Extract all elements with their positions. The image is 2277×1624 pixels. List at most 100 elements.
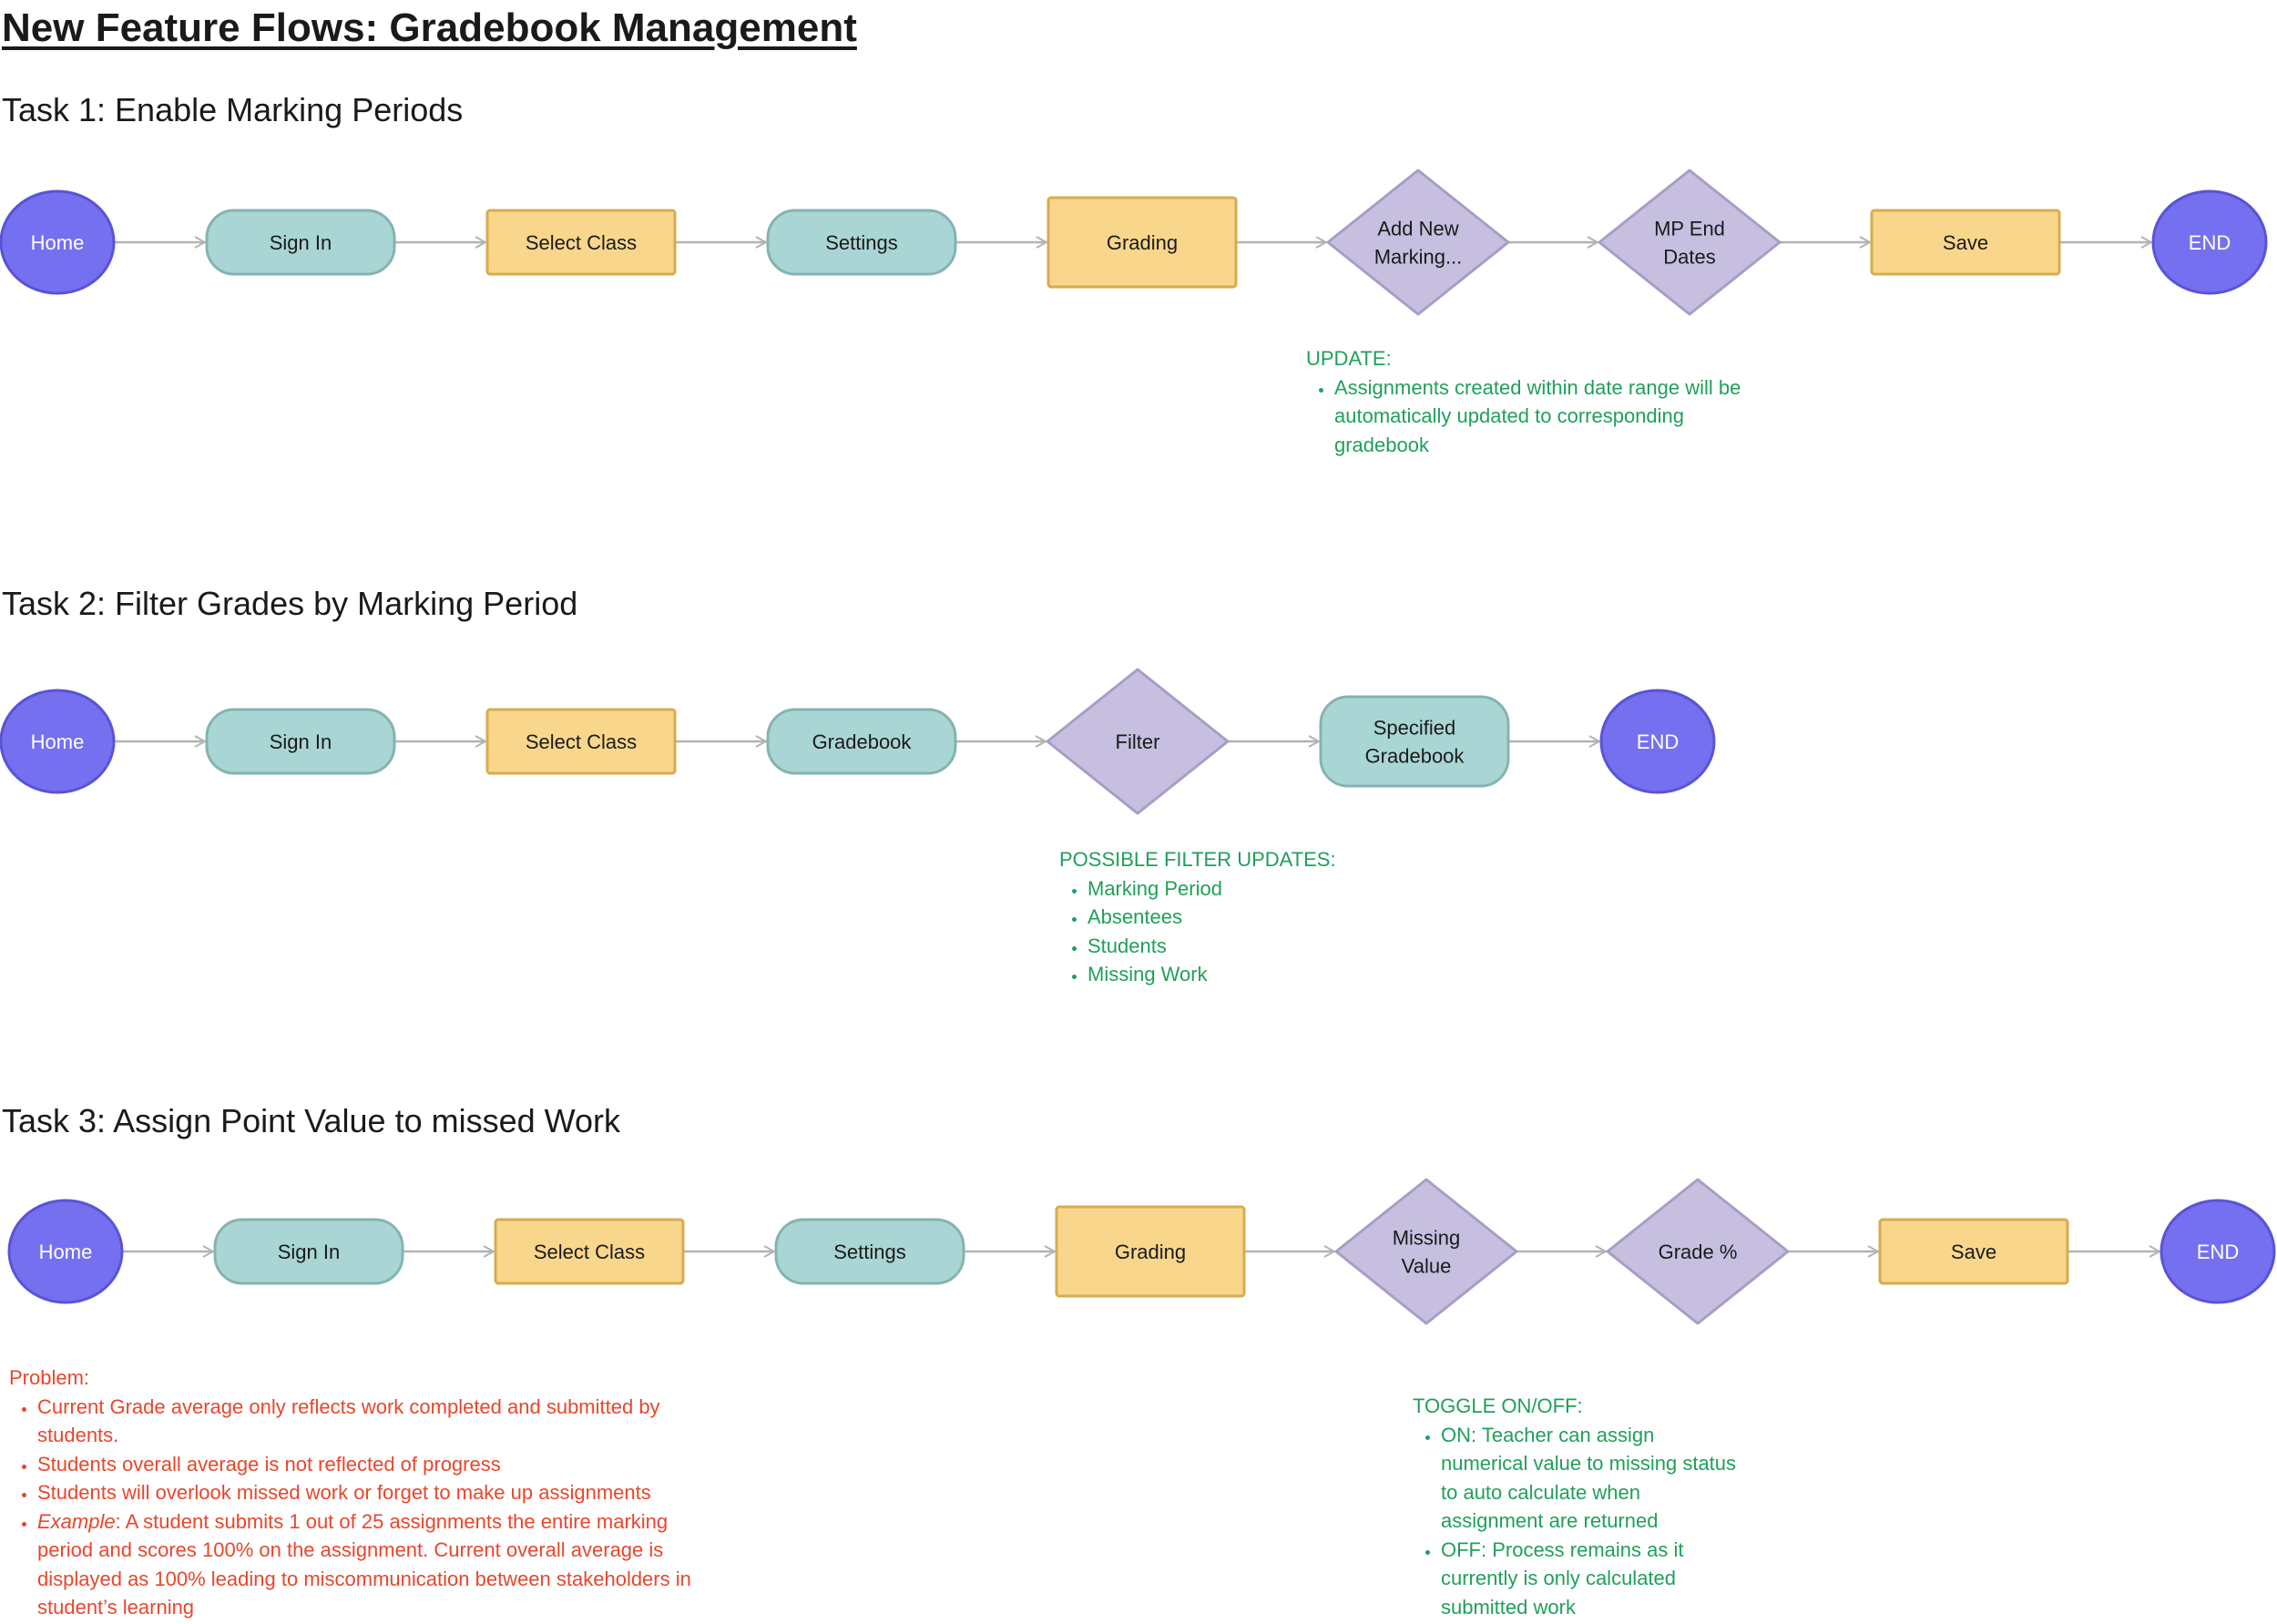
problem-note-heading: Problem:: [9, 1366, 90, 1389]
node-label: Marking...: [1374, 246, 1463, 269]
task-1-flow: Home Sign In Select Class Settings Grading Ad…: [0, 169, 2268, 316]
flow-node-node-home: Home: [7, 1199, 124, 1304]
flow-node-node-grade: Grade %: [1606, 1178, 1790, 1325]
update-note: UPDATE: Assignments created within date …: [1306, 344, 1780, 459]
node-label: Sign In: [270, 231, 332, 254]
node-label: Grade %: [1659, 1241, 1738, 1263]
node-shape: [1319, 695, 1510, 788]
toggle-note-item: OFF: Process remains as it currently is …: [1441, 1536, 1741, 1622]
node-label: END: [1637, 730, 1679, 753]
node-label: Add New: [1377, 218, 1458, 240]
flow-node-node-settings: Settings: [766, 209, 957, 276]
toggle-note-item: ON: Teacher can assign numerical value t…: [1441, 1421, 1741, 1536]
flow-node-node-save: Save: [1870, 209, 2061, 276]
node-shape: [2151, 189, 2268, 295]
task-3-flow: Home Sign In Select Class Settings Grading Mi…: [7, 1178, 2276, 1325]
node-shape: [1334, 1178, 1518, 1325]
node-label: Sign In: [270, 730, 332, 753]
filter-note-heading: POSSIBLE FILTER UPDATES:: [1059, 848, 1336, 871]
node-shape: [0, 189, 116, 295]
flow-node-node-filter: Filter: [1046, 668, 1230, 815]
filter-note-item: Marking Period: [1087, 874, 1442, 904]
example-label: Example: [37, 1509, 116, 1533]
filter-note-item: Students: [1087, 932, 1442, 961]
node-label: Save: [1943, 231, 1988, 254]
node-label: Home: [31, 730, 85, 753]
node-shape: [766, 209, 957, 276]
node-shape: [213, 1218, 404, 1285]
flow-node-node-sign-in: Sign In: [213, 1218, 404, 1285]
flow-node-node-home: Home: [0, 689, 116, 794]
node-shape: [1598, 169, 1782, 316]
node-label: END: [2189, 231, 2231, 254]
node-shape: [766, 708, 957, 775]
toggle-note: TOGGLE ON/OFF: ON: Teacher can assign nu…: [1413, 1392, 1741, 1621]
node-shape: [1599, 689, 1716, 794]
page-title: New Feature Flows: Gradebook Management: [2, 5, 857, 50]
flow-node-node-home: Home: [0, 189, 116, 295]
node-label: Specified: [1373, 717, 1456, 740]
node-label: Select Class: [534, 1241, 645, 1263]
flow-node-node-add-new-marking: Add NewMarking...: [1326, 169, 1510, 316]
node-label: Settings: [825, 231, 898, 254]
node-label: Settings: [833, 1241, 906, 1263]
problem-note-item: Students overall average is not reflecte…: [37, 1450, 697, 1479]
node-label: END: [2197, 1241, 2239, 1263]
node-label: Gradebook: [1365, 745, 1465, 768]
flow-node-node-grading: Grading: [1047, 196, 1238, 289]
flow-node-node-gradebook: Gradebook: [766, 708, 957, 775]
node-label: Missing: [1393, 1227, 1461, 1250]
problem-note-example: Example: A student submits 1 out of 25 a…: [37, 1507, 697, 1622]
update-note-item: Assignments created within date range wi…: [1334, 373, 1780, 460]
flow-node-node-settings: Settings: [774, 1218, 965, 1285]
flow-node-node-save: Save: [1878, 1218, 2069, 1285]
node-label: Filter: [1116, 730, 1160, 753]
flow-node-node-select-class: Select Class: [485, 209, 677, 276]
node-label: Grading: [1107, 231, 1178, 254]
node-label: Grading: [1115, 1241, 1186, 1263]
node-shape: [205, 209, 396, 276]
flow-node-node-sign-in: Sign In: [205, 209, 396, 276]
node-label: Home: [39, 1241, 93, 1263]
node-label: Save: [1951, 1241, 1996, 1263]
node-shape: [0, 689, 116, 794]
problem-note: Problem: Current Grade average only refl…: [9, 1364, 697, 1622]
flow-node-node-end: END: [2151, 189, 2268, 295]
node-shape: [774, 1218, 965, 1285]
task-3-title: Task 3: Assign Point Value to missed Wor…: [2, 1102, 620, 1139]
node-shape: [1870, 209, 2061, 276]
node-shape: [1055, 1205, 1246, 1298]
flow-node-node-grading: Grading: [1055, 1205, 1246, 1298]
node-shape: [1047, 196, 1238, 289]
task-2-title: Task 2: Filter Grades by Marking Period: [2, 585, 578, 622]
problem-note-item: Students will overlook missed work or fo…: [37, 1478, 697, 1507]
node-shape: [1878, 1218, 2069, 1285]
node-shape: [1606, 1178, 1790, 1325]
node-label: Select Class: [526, 231, 637, 254]
flow-node-node-sign-in: Sign In: [205, 708, 396, 775]
node-shape: [205, 708, 396, 775]
node-label: Dates: [1663, 246, 1715, 269]
node-shape: [7, 1199, 124, 1304]
update-note-heading: UPDATE:: [1306, 347, 1392, 370]
toggle-note-heading: TOGGLE ON/OFF:: [1413, 1394, 1583, 1417]
node-label: MP End: [1654, 218, 1725, 240]
filter-note-item: Missing Work: [1087, 960, 1442, 989]
node-label: Value: [1402, 1255, 1452, 1278]
node-shape: [1046, 668, 1230, 815]
flow-node-node-end: END: [1599, 689, 1716, 794]
node-label: Sign In: [278, 1241, 341, 1263]
node-shape: [494, 1218, 685, 1285]
task-1-title: Task 1: Enable Marking Periods: [2, 91, 464, 128]
flow-node-node-select-class: Select Class: [485, 708, 677, 775]
node-shape: [485, 209, 677, 276]
filter-note: POSSIBLE FILTER UPDATES: Marking Period …: [1059, 845, 1442, 989]
problem-note-item: Current Grade average only reflects work…: [37, 1393, 697, 1450]
node-label: Select Class: [526, 730, 637, 753]
node-label: Home: [31, 231, 85, 254]
